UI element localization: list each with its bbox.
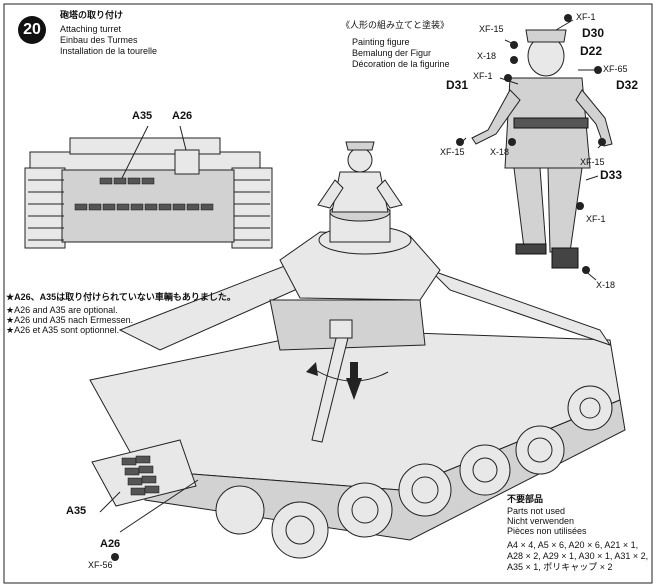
- callout-a35-bottom: A35: [66, 505, 87, 517]
- callout-a26-bottom: A26: [100, 538, 121, 550]
- step-title-en: Attaching turret: [60, 24, 122, 34]
- note-en: ★A26 and A35 are optional.: [6, 305, 118, 315]
- note-jp: ★A26、A35は取り付けられていない車輌もありました。: [6, 292, 236, 302]
- parts-not-used-line1: A4 × 4, A5 × 6, A20 × 6, A21 × 1,: [507, 540, 639, 550]
- parts-not-used-line3: A35 × 1, ポリキャップ × 2: [507, 562, 613, 572]
- callout-a26-top: A26: [172, 110, 193, 122]
- callout-xf1-a: XF-1: [576, 12, 596, 22]
- figure-title-fr: Décoration de la figurine: [352, 59, 450, 69]
- standing-figure: [471, 29, 613, 269]
- parts-not-used-line2: A28 × 2, A29 × 1, A30 × 1, A31 × 2,: [507, 551, 649, 561]
- page-border: [3, 3, 653, 584]
- callout-a35-top: A35: [132, 110, 153, 122]
- commander-figure: [317, 141, 403, 213]
- step-title-jp: 砲塔の取り付け: [60, 10, 124, 20]
- figure-title-en: Painting figure: [352, 37, 410, 47]
- step-title-de: Einbau des Turmes: [60, 35, 138, 45]
- callout-xf15-c: XF-15: [580, 157, 605, 167]
- callout-xf56: XF-56: [88, 560, 113, 570]
- callout-xf15-a: XF-15: [479, 24, 504, 34]
- figure-title-jp: 《人形の組み立てと塗装》: [341, 20, 450, 30]
- callout-x18-a: X-18: [477, 51, 497, 61]
- callout-x18-c: X-18: [596, 280, 616, 290]
- parts-not-used-en: Parts not used: [507, 506, 566, 516]
- step-title-fr: Installation de la tourelle: [60, 46, 158, 56]
- figure-title-de: Bemalung der Figur: [352, 48, 432, 58]
- gun-barrel: [311, 319, 353, 443]
- callout-xf1-b: XF-1: [473, 71, 493, 81]
- parts-not-used-jp: 不要部品: [507, 494, 544, 504]
- note-fr: ★A26 et A35 sont optionnel.: [6, 325, 120, 335]
- assembly-arrows: [306, 362, 389, 400]
- callout-xf15-b: XF-15: [440, 147, 465, 157]
- callout-d30: D30: [582, 26, 605, 40]
- turret: [269, 202, 441, 351]
- callout-d32: D32: [616, 78, 639, 92]
- callout-xf65: XF-65: [603, 64, 628, 74]
- callout-d22: D22: [580, 44, 603, 58]
- callout-d31: D31: [446, 78, 469, 92]
- callout-xf1-c: XF-1: [586, 214, 606, 224]
- parts-not-used-de: Nicht verwenden: [507, 516, 575, 526]
- parts-not-used-fr: Pièces non utilisées: [507, 526, 587, 536]
- rear-hull-view: [24, 125, 273, 249]
- callout-dots: [111, 14, 606, 561]
- callout-x18-b: X-18: [490, 147, 510, 157]
- road-wheels: [215, 385, 613, 559]
- loose-track-links: [91, 439, 197, 507]
- note-de: ★A26 und A35 nach Ermessen.: [6, 315, 134, 325]
- callout-d33: D33: [600, 168, 623, 182]
- step-number-badge: 20: [18, 16, 46, 44]
